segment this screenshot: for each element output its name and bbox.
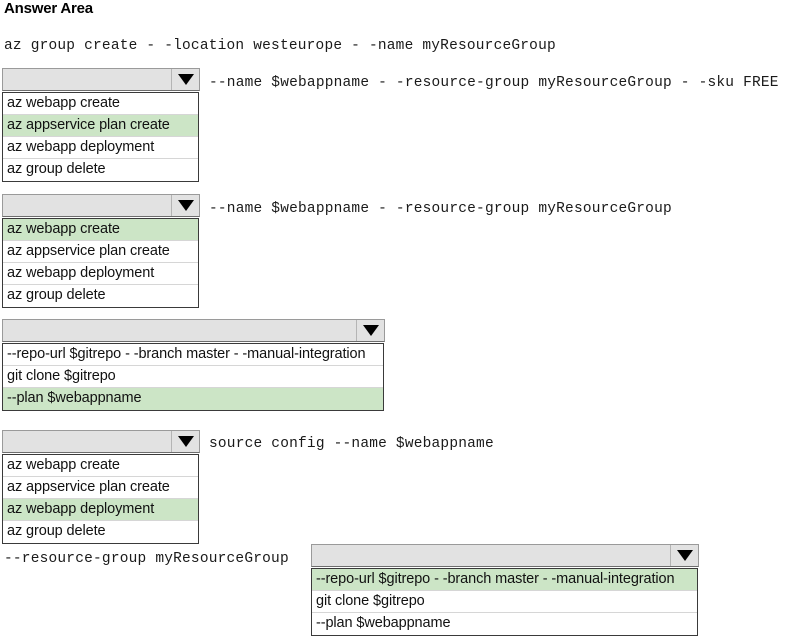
list-item[interactable]: az appservice plan create <box>3 115 198 137</box>
dropdown-5-value[interactable] <box>312 545 670 566</box>
dropdown-4-value[interactable] <box>3 431 171 452</box>
list-item[interactable]: az webapp create <box>3 93 198 115</box>
list-item[interactable]: --plan $webappname <box>312 613 697 635</box>
dropdown-1-combobox[interactable] <box>2 68 200 91</box>
list-item[interactable]: az webapp deployment <box>3 499 198 521</box>
dropdown-1-value[interactable] <box>3 69 171 90</box>
dropdown-3-option-list[interactable]: --repo-url $gitrepo - -branch master - -… <box>2 343 384 411</box>
command-text-line-5: --resource-group myResourceGroup <box>4 551 289 567</box>
page-title: Answer Area <box>4 0 93 17</box>
list-item[interactable]: az appservice plan create <box>3 241 198 263</box>
chevron-down-icon[interactable] <box>670 545 698 566</box>
chevron-down-icon[interactable] <box>171 69 199 90</box>
command-text-line-4: source config --name $webappname <box>209 436 494 452</box>
list-item[interactable]: az group delete <box>3 521 198 543</box>
command-text-line-1: az group create - -location westeurope -… <box>4 38 556 54</box>
dropdown-3-combobox[interactable] <box>2 319 385 342</box>
dropdown-2-value[interactable] <box>3 195 171 216</box>
dropdown-5-option-list[interactable]: --repo-url $gitrepo - -branch master - -… <box>311 568 698 636</box>
list-item[interactable]: az group delete <box>3 285 198 307</box>
list-item[interactable]: az webapp create <box>3 455 198 477</box>
dropdown-2-option-list[interactable]: az webapp create az appservice plan crea… <box>2 218 199 308</box>
dropdown-1-option-list[interactable]: az webapp create az appservice plan crea… <box>2 92 199 182</box>
list-item[interactable]: az appservice plan create <box>3 477 198 499</box>
list-item[interactable]: az group delete <box>3 159 198 181</box>
list-item[interactable]: git clone $gitrepo <box>3 366 383 388</box>
chevron-down-icon[interactable] <box>171 431 199 452</box>
command-text-line-3: --name $webappname - -resource-group myR… <box>209 201 672 217</box>
dropdown-3-value[interactable] <box>3 320 356 341</box>
list-item[interactable]: az webapp create <box>3 219 198 241</box>
list-item[interactable]: az webapp deployment <box>3 137 198 159</box>
dropdown-5-combobox[interactable] <box>311 544 699 567</box>
list-item[interactable]: az webapp deployment <box>3 263 198 285</box>
list-item[interactable]: git clone $gitrepo <box>312 591 697 613</box>
list-item[interactable]: --plan $webappname <box>3 388 383 410</box>
list-item[interactable]: --repo-url $gitrepo - -branch master - -… <box>3 344 383 366</box>
command-text-line-2: --name $webappname - -resource-group myR… <box>209 75 779 91</box>
chevron-down-icon[interactable] <box>171 195 199 216</box>
dropdown-4-combobox[interactable] <box>2 430 200 453</box>
list-item[interactable]: --repo-url $gitrepo - -branch master - -… <box>312 569 697 591</box>
dropdown-2-combobox[interactable] <box>2 194 200 217</box>
chevron-down-icon[interactable] <box>356 320 384 341</box>
dropdown-4-option-list[interactable]: az webapp create az appservice plan crea… <box>2 454 199 544</box>
